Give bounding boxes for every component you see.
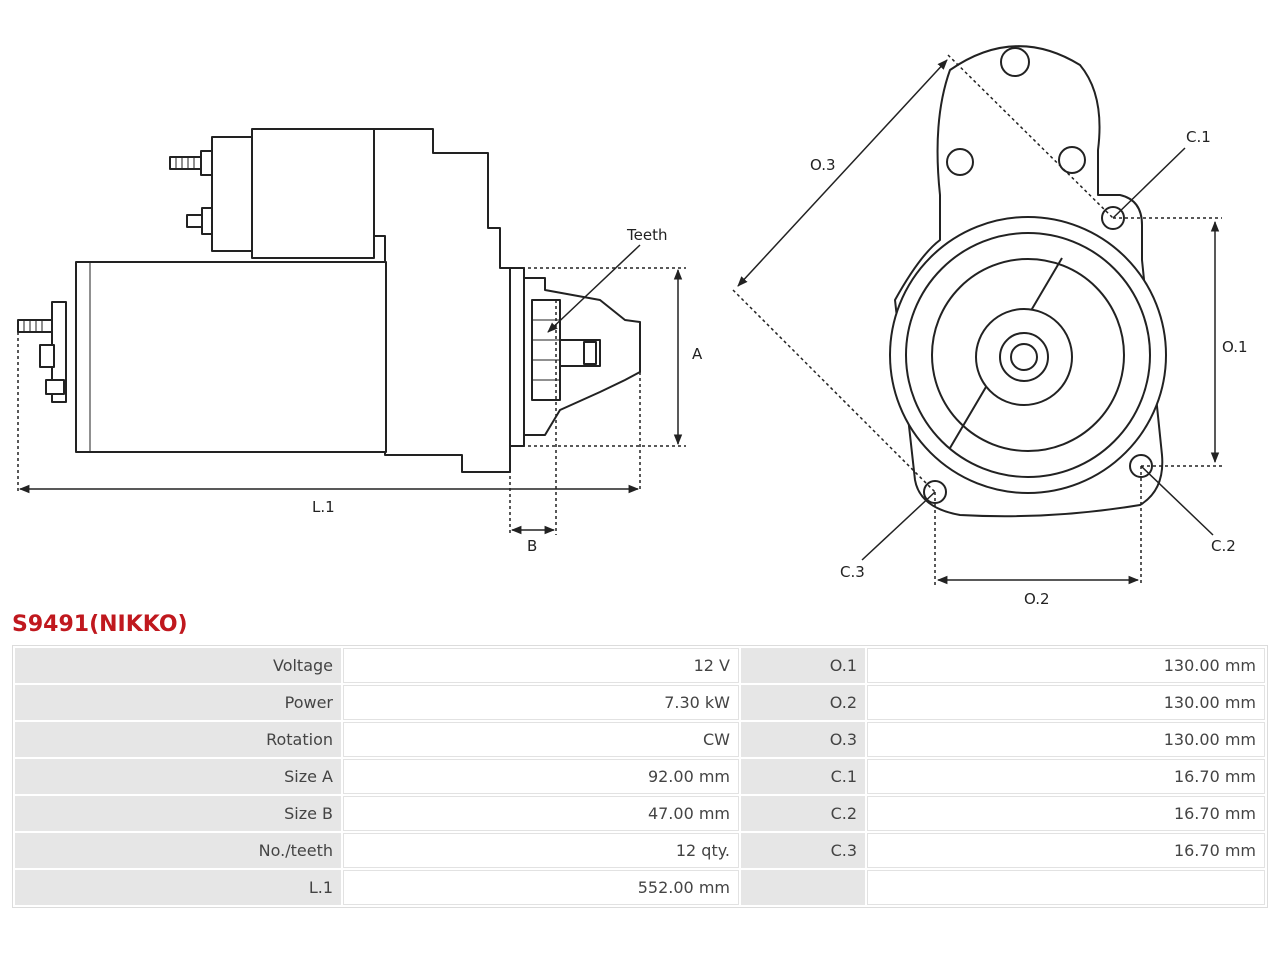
spec-key: Rotation bbox=[15, 722, 341, 757]
spec-row: Rotation CW O.3 130.00 mm bbox=[15, 722, 1265, 757]
spec-row: No./teeth 12 qty. C.3 16.70 mm bbox=[15, 833, 1265, 868]
spec-row: Size A 92.00 mm C.1 16.70 mm bbox=[15, 759, 1265, 794]
right-bolt-hole bbox=[1058, 146, 1086, 174]
drawing-svg: Teeth A L.1 B O.1 O.2 O.3 C.1 C.2 C.3 bbox=[17, 45, 1248, 608]
upper-bolt-hole bbox=[1000, 47, 1030, 77]
spec-value: 16.70 mm bbox=[867, 759, 1265, 794]
c3-label: C.3 bbox=[840, 563, 865, 581]
spec-value: 92.00 mm bbox=[343, 759, 739, 794]
spec-key: Size A bbox=[15, 759, 341, 794]
spec-key: O.1 bbox=[741, 648, 865, 683]
teeth-label: Teeth bbox=[626, 226, 667, 244]
spec-value: 12 qty. bbox=[343, 833, 739, 868]
side-dimensions bbox=[17, 244, 686, 535]
spec-value: 130.00 mm bbox=[867, 685, 1265, 720]
product-title: S9491(NIKKO) bbox=[12, 612, 188, 637]
a-label: A bbox=[692, 345, 703, 363]
left-bolt-hole bbox=[946, 148, 974, 176]
pinion-gear bbox=[531, 299, 561, 401]
o1-label: O.1 bbox=[1222, 338, 1248, 356]
front-dimensions bbox=[732, 54, 1222, 585]
motor-body bbox=[75, 261, 387, 453]
spec-key: L.1 bbox=[15, 870, 341, 905]
spec-value: CW bbox=[343, 722, 739, 757]
spec-value: 16.70 mm bbox=[867, 796, 1265, 831]
spec-key: C.2 bbox=[741, 796, 865, 831]
spec-key: O.2 bbox=[741, 685, 865, 720]
side-view bbox=[17, 128, 641, 473]
rear-terminal bbox=[17, 301, 67, 403]
solenoid-cap bbox=[211, 136, 253, 252]
spec-row: Size B 47.00 mm C.2 16.70 mm bbox=[15, 796, 1265, 831]
spec-value: 12 V bbox=[343, 648, 739, 683]
spec-value: 7.30 kW bbox=[343, 685, 739, 720]
drive-housing bbox=[373, 128, 511, 473]
l1-label: L.1 bbox=[312, 498, 335, 516]
spec-value: 130.00 mm bbox=[867, 648, 1265, 683]
spec-key: O.3 bbox=[741, 722, 865, 757]
terminal-stud-upper bbox=[169, 150, 213, 176]
c2-label: C.2 bbox=[1211, 537, 1236, 555]
spec-key: Size B bbox=[15, 796, 341, 831]
spec-value: 552.00 mm bbox=[343, 870, 739, 905]
solenoid-body bbox=[251, 128, 375, 259]
spec-value bbox=[867, 870, 1265, 905]
spec-key: No./teeth bbox=[15, 833, 341, 868]
spec-row: L.1 552.00 mm bbox=[15, 870, 1265, 905]
spec-table: Voltage 12 V O.1 130.00 mm Power 7.30 kW… bbox=[12, 645, 1268, 908]
spec-row: Voltage 12 V O.1 130.00 mm bbox=[15, 648, 1265, 683]
spec-key bbox=[741, 870, 865, 905]
terminal-stud-lower bbox=[186, 207, 215, 235]
spec-row: Power 7.30 kW O.2 130.00 mm bbox=[15, 685, 1265, 720]
spec-key: C.3 bbox=[741, 833, 865, 868]
c1-label: C.1 bbox=[1186, 128, 1211, 146]
mounting-flange bbox=[509, 267, 525, 447]
spec-key: Power bbox=[15, 685, 341, 720]
o2-label: O.2 bbox=[1024, 590, 1050, 608]
shaft bbox=[1010, 343, 1038, 371]
spec-key: C.1 bbox=[741, 759, 865, 794]
spec-value: 130.00 mm bbox=[867, 722, 1265, 757]
spec-value: 16.70 mm bbox=[867, 833, 1265, 868]
spec-value: 47.00 mm bbox=[343, 796, 739, 831]
spec-key: Voltage bbox=[15, 648, 341, 683]
front-view bbox=[889, 45, 1167, 518]
technical-drawing: Teeth A L.1 B O.1 O.2 O.3 C.1 C.2 C.3 bbox=[17, 45, 1248, 608]
o3-label: O.3 bbox=[810, 156, 836, 174]
b-label: B bbox=[527, 537, 537, 555]
